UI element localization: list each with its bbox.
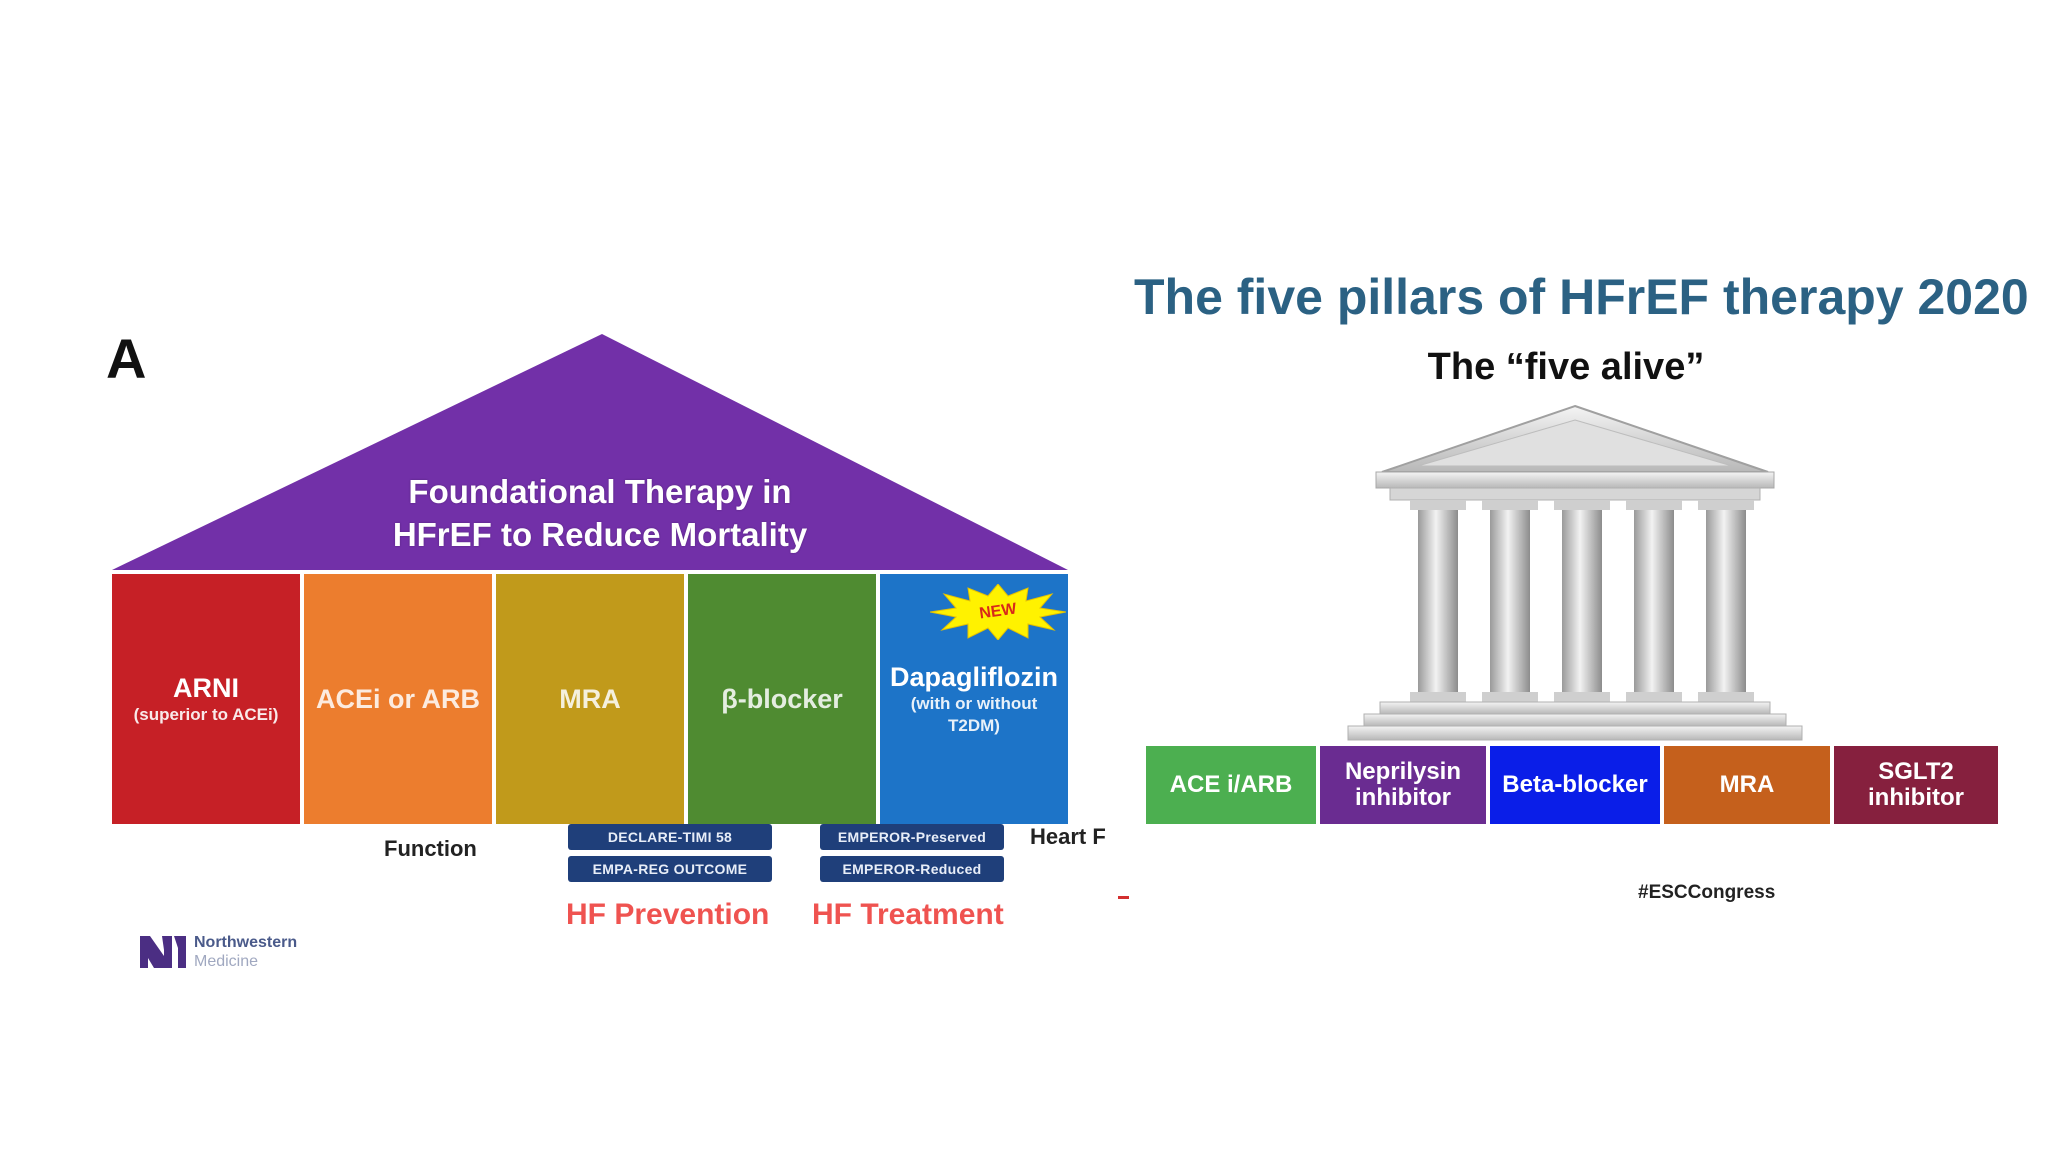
pillar-bar-sglt2-inhibitor: SGLT2 inhibitor xyxy=(1834,746,1998,824)
pillar-beta-blocker: β-blocker xyxy=(688,574,876,824)
trial-badge-declare: DECLARE-TIMI 58 xyxy=(568,824,772,850)
pillar-bar-ace-arb: ACE i/ARB xyxy=(1146,746,1316,824)
pillar-acei-or-arb: ACEi or ARB xyxy=(304,574,492,824)
pillar-bar-beta-blocker: Beta-blocker xyxy=(1490,746,1660,824)
panel-letter: A xyxy=(106,327,147,390)
pillar-sublabel: (superior to ACEi) xyxy=(133,705,279,724)
greek-temple-icon xyxy=(1347,404,1803,741)
trial-badge-empa-reg: EMPA-REG OUTCOME xyxy=(568,856,772,882)
logo-name: Northwestern xyxy=(194,934,298,951)
pillar-label: β-blocker xyxy=(721,684,843,714)
new-starburst-icon xyxy=(930,584,1066,640)
trial-badge-emperor-reduced: EMPEROR-Reduced xyxy=(820,856,1004,882)
right-panel-subtitle: The “five alive” xyxy=(1427,346,1705,388)
right-panel-title: The five pillars of HFrEF therapy 2020 xyxy=(1134,269,2029,325)
trial-badge-emperor-preserved: EMPEROR-Preserved xyxy=(820,824,1004,850)
northwestern-medicine-logo-icon xyxy=(140,936,186,968)
hf-treatment-label: HF Treatment xyxy=(812,898,1004,931)
pillar-bar-mra: MRA xyxy=(1664,746,1830,824)
esc-congress-hashtag: #ESCCongress xyxy=(1638,882,1776,903)
roof-triangle xyxy=(112,334,1068,570)
function-label: Function xyxy=(384,836,477,861)
roof-title-line-1: Foundational Therapy in xyxy=(408,473,792,510)
logo-subtitle: Medicine xyxy=(194,953,259,970)
pillar-label: MRA xyxy=(559,684,621,714)
red-mark xyxy=(1118,896,1129,899)
pillar-sublabel: (with or without T2DM) xyxy=(910,694,1038,735)
pillar-mra: MRA xyxy=(496,574,684,824)
pillar-label: ACEi or ARB xyxy=(315,684,480,714)
heart-failure-label: Heart F xyxy=(1030,824,1106,849)
temple-columns xyxy=(1410,500,1754,702)
pillar-bar-neprilysin-inhibitor: Neprilysin inhibitor xyxy=(1320,746,1486,824)
pillar-label: Dapagliflozin xyxy=(890,662,1058,692)
roof-title-line-2: HFrEF to Reduce Mortality xyxy=(392,516,808,553)
roof-shape xyxy=(112,334,1068,570)
hf-prevention-label: HF Prevention xyxy=(566,898,770,931)
pillar-arni: ARNI (superior to ACEi) xyxy=(112,574,300,824)
pillar-label: ARNI xyxy=(173,673,239,703)
